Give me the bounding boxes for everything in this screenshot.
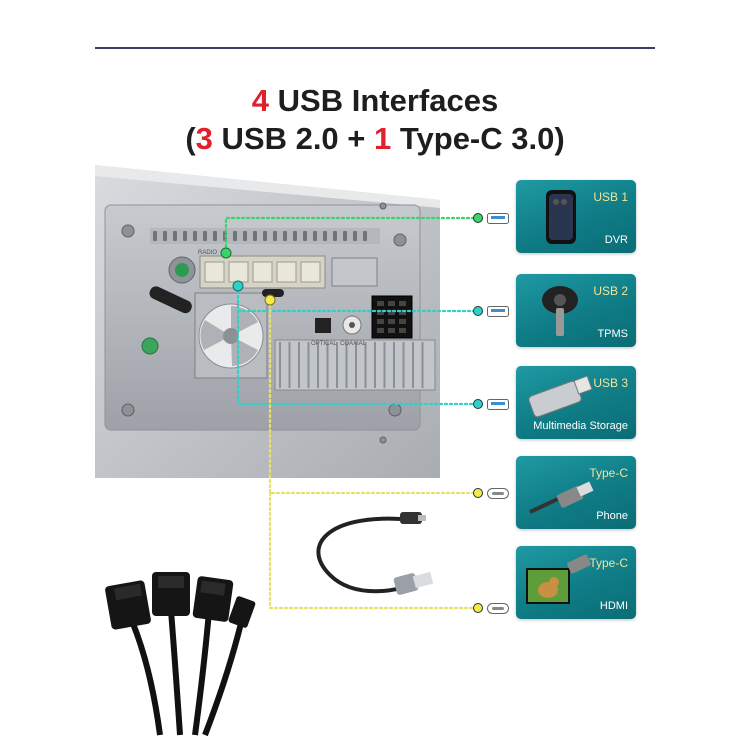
connector-pin bbox=[377, 328, 384, 333]
cooling-fan bbox=[194, 292, 268, 379]
connector-pin bbox=[388, 328, 395, 333]
vent-slot bbox=[203, 231, 207, 241]
usb3-tag: USB 3 bbox=[593, 376, 628, 390]
typec-phone-card: Type-C Phone bbox=[516, 456, 636, 529]
typec-origin-dot bbox=[264, 294, 276, 306]
vent-slot bbox=[213, 231, 217, 241]
usb1-origin-dot bbox=[220, 247, 232, 259]
usb2-tag: USB 2 bbox=[593, 284, 628, 298]
type-c-slot bbox=[262, 289, 284, 297]
connector-pin bbox=[377, 310, 384, 315]
vent-slot bbox=[243, 231, 247, 241]
heatsink-fins bbox=[274, 339, 436, 391]
gps-antenna-stub bbox=[149, 286, 192, 314]
usb2-end-dot bbox=[473, 306, 483, 316]
usb-harness-connectors bbox=[105, 572, 256, 630]
usb-leader-lines bbox=[224, 216, 480, 610]
coaxial-label: COAXIAL bbox=[340, 341, 367, 347]
connector-block bbox=[252, 261, 273, 283]
connector-pin bbox=[399, 328, 406, 333]
vent-slot bbox=[303, 231, 307, 241]
usb1-end-dot bbox=[473, 213, 483, 223]
connector-block bbox=[276, 261, 297, 283]
top-divider bbox=[95, 47, 655, 49]
type-c-hdmi-cable bbox=[316, 512, 434, 595]
type-c-port-icon bbox=[487, 603, 509, 614]
page-title: 4 USB Interfaces (3 USB 2.0 + 1 Type-C 3… bbox=[95, 82, 655, 158]
vent-slot bbox=[153, 231, 157, 241]
usb-a-port-icon bbox=[487, 399, 509, 410]
typec-hdmi-tag: Type-C bbox=[589, 556, 628, 570]
usb1-card: USB 1 DVR bbox=[516, 180, 636, 253]
connector-pin bbox=[399, 301, 406, 306]
connector-pin bbox=[399, 319, 406, 324]
title-line-2: (3 USB 2.0 + 1 Type-C 3.0) bbox=[185, 121, 565, 156]
connector-block bbox=[228, 261, 249, 283]
vent-slot bbox=[363, 231, 367, 241]
tpms-sensor-icon bbox=[542, 286, 578, 336]
typec-phone-tag: Type-C bbox=[589, 466, 628, 480]
radio-antenna-jack bbox=[168, 256, 196, 284]
optical-label: OPTICAL bbox=[311, 341, 337, 347]
vent-slot bbox=[173, 231, 177, 241]
type-c-hdmi-cable-icon bbox=[529, 481, 594, 514]
usb-a-port-icon bbox=[487, 306, 509, 317]
usb2-origin-dot bbox=[232, 280, 244, 292]
type-c-port-icon bbox=[487, 488, 509, 499]
usb2-label: TPMS bbox=[597, 328, 628, 340]
vent-slot bbox=[163, 231, 167, 241]
vent-slot bbox=[283, 231, 287, 241]
title-line-1: 4 USB Interfaces bbox=[251, 83, 499, 118]
typec-phone-label: Phone bbox=[596, 510, 628, 522]
connector-pin bbox=[388, 310, 395, 315]
vent-slot bbox=[343, 231, 347, 241]
vent-slots bbox=[150, 228, 380, 244]
vent-slot bbox=[263, 231, 267, 241]
wiring-connectors bbox=[199, 255, 378, 289]
usb3-card: USB 3 Multimedia Storage bbox=[516, 366, 636, 439]
vent-slot bbox=[353, 231, 357, 241]
usb1-tag: USB 1 bbox=[593, 190, 628, 204]
usb2-card: USB 2 TPMS bbox=[516, 274, 636, 347]
usb-a-port-icon bbox=[487, 213, 509, 224]
phone-icon bbox=[546, 190, 576, 244]
vent-slot bbox=[293, 231, 297, 241]
connector-pin bbox=[399, 310, 406, 315]
connector-block bbox=[300, 261, 321, 283]
connector-pin bbox=[377, 301, 384, 306]
typec-hdmi-card: Type-C HDMI bbox=[516, 546, 636, 619]
mic-jack bbox=[141, 337, 159, 355]
connector-pin bbox=[388, 301, 395, 306]
usb3-leader bbox=[236, 309, 480, 406]
vent-slot bbox=[333, 231, 337, 241]
typec-hdmi-leader bbox=[268, 491, 480, 610]
vent-slot bbox=[313, 231, 317, 241]
vent-slot bbox=[233, 231, 237, 241]
connector-pin bbox=[388, 319, 395, 324]
mounting-screws bbox=[121, 202, 407, 444]
usb1-label: DVR bbox=[604, 234, 628, 246]
dog-photo-icon bbox=[526, 554, 591, 604]
radio-label: RADIO bbox=[198, 250, 217, 256]
vent-slot bbox=[273, 231, 277, 241]
usb3-end-dot bbox=[473, 399, 483, 409]
usb3-label: Multimedia Storage bbox=[533, 420, 628, 432]
usb-flash-drive-icon bbox=[528, 375, 593, 418]
optical-coaxial-ports bbox=[315, 315, 362, 335]
vent-slot bbox=[183, 231, 187, 241]
multipin-connector bbox=[371, 295, 413, 339]
vent-slot bbox=[323, 231, 327, 241]
vent-slot bbox=[193, 231, 197, 241]
connector-pin bbox=[377, 319, 384, 324]
typec-phone-end-dot bbox=[473, 488, 483, 498]
typec-hdmi-label: HDMI bbox=[599, 600, 628, 612]
usb1-leader bbox=[224, 216, 480, 254]
connector-block bbox=[204, 261, 225, 283]
vent-slot bbox=[253, 231, 257, 241]
typec-hdmi-end-dot bbox=[473, 603, 483, 613]
